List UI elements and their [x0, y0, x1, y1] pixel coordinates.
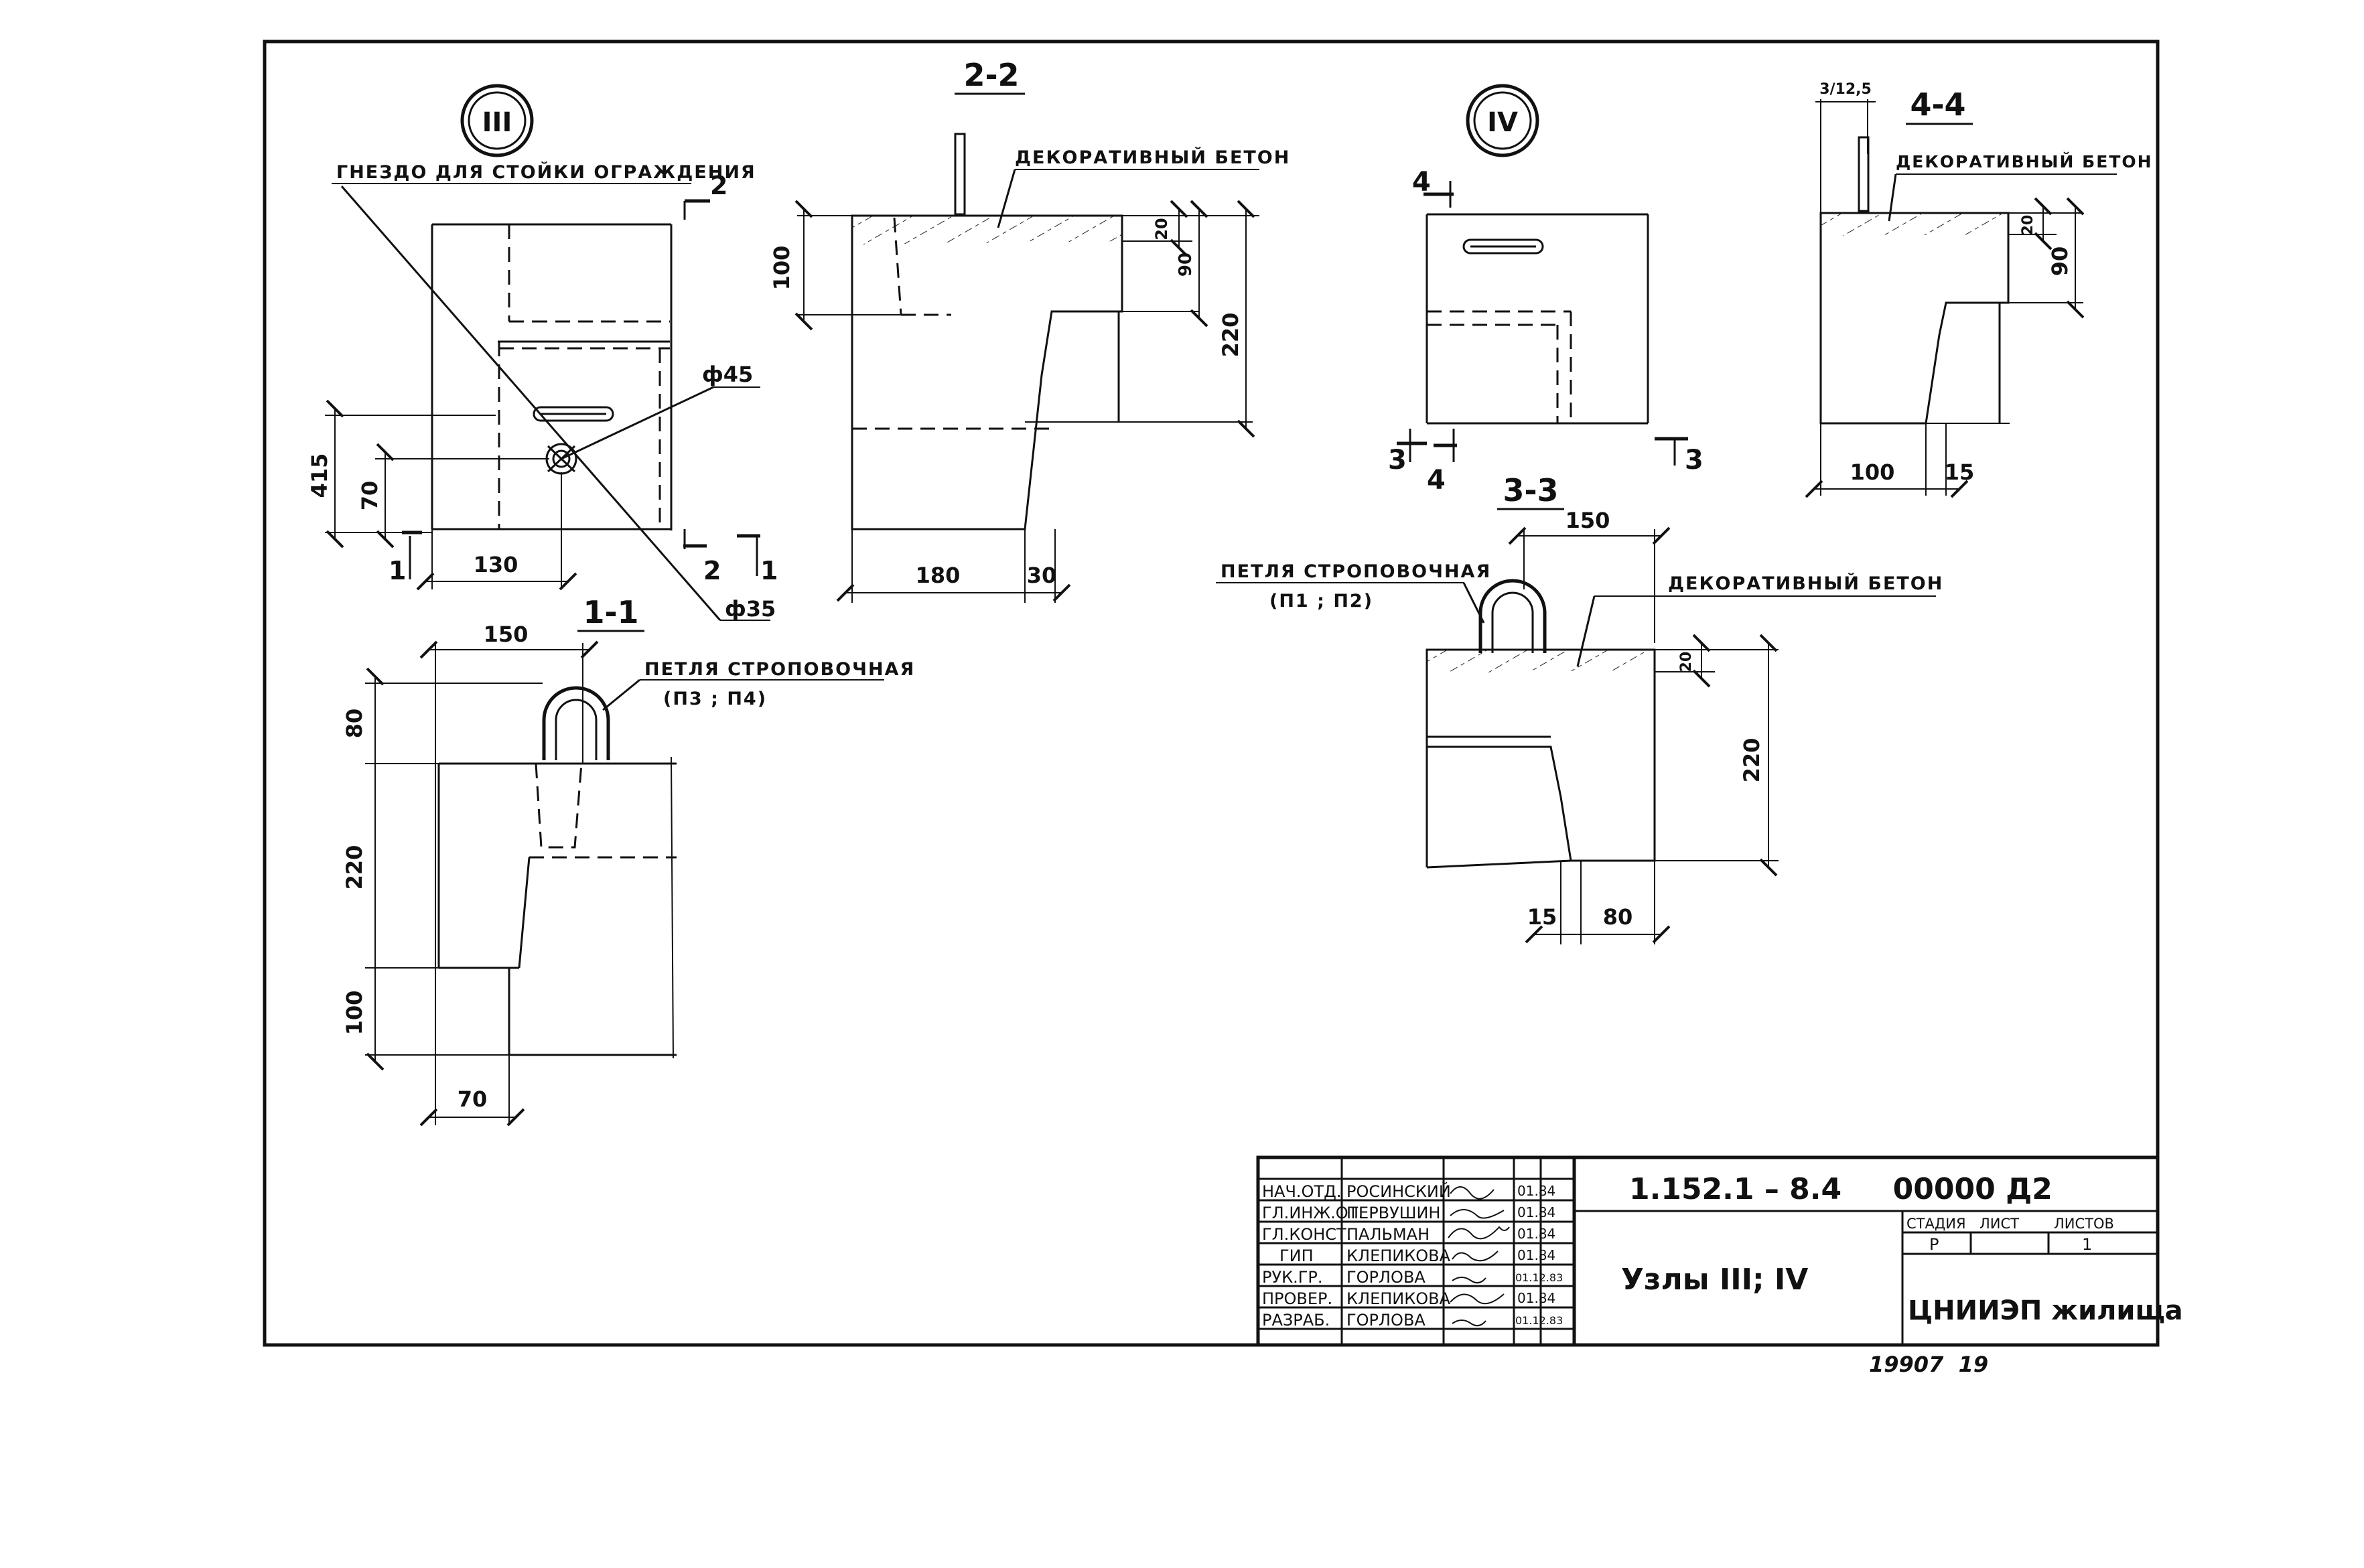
- archive-number: 19907 19: [1869, 1352, 1988, 1377]
- section-1-1-title: 1-1: [583, 594, 638, 630]
- node-iv-view: IV 4 3 4 3: [1388, 84, 1704, 496]
- dim-s33-width: 150: [1566, 508, 1610, 533]
- sheet-frame: [263, 40, 2160, 1347]
- title-block: НАЧ.ОТД. ГЛ.ИНЖ.ОТ. ГЛ.КОНСТ. ГИП РУК.ГР…: [1256, 1155, 2183, 1347]
- section-2-2-deco-label: ДЕКОРАТИВНЫЙ БЕТОН: [1015, 147, 1290, 168]
- section-3-3-loop-marks: (П1 ; П2): [1269, 591, 1373, 612]
- dim-s33-base: 80: [1603, 904, 1633, 930]
- dim-s33-step: 15: [1527, 904, 1557, 930]
- tb-role-5: РУК.ГР.: [1262, 1268, 1323, 1287]
- tb-name-7: ГОРЛОВА: [1346, 1311, 1426, 1330]
- dim-s22-height: 220: [1218, 313, 1243, 358]
- tb-stage-label: СТАДИЯ: [1906, 1216, 1966, 1232]
- dim-s44-deco: 20: [2020, 215, 2036, 236]
- tb-role-3: ГЛ.КОНСТ.: [1262, 1225, 1351, 1244]
- dim-node3-width: 130: [474, 552, 518, 577]
- section-3-3: 3-3 150 ПЕТЛЯ СТРОПОВОЧНАЯ (П1 ; П2) ДЕК…: [1216, 472, 1943, 944]
- dim-s22-top: 100: [769, 246, 794, 291]
- cut-mark-3-left: 3: [1388, 445, 1407, 476]
- node-iii-slot: [533, 406, 614, 422]
- section-4-4-title: 4-4: [1910, 86, 1965, 123]
- dim-s11-top: 80: [342, 709, 367, 739]
- tb-role-7: РАЗРАБ.: [1262, 1311, 1330, 1330]
- tb-date-4: 01.84: [1517, 1247, 1555, 1263]
- socket-label: ГНЕЗДО ДЛЯ СТОЙКИ ОГРАЖДЕНИЯ: [336, 161, 756, 183]
- tb-sheet-title: Узлы III; IV: [1621, 1263, 1808, 1297]
- dim-s11-bottom: 100: [342, 991, 367, 1036]
- cut-mark-1-left: 1: [389, 556, 406, 585]
- section-4-4-body: [1819, 212, 2010, 425]
- cut-mark-4-bottom: 4: [1427, 465, 1446, 496]
- cut-mark-4-top: 4: [1412, 167, 1431, 198]
- dim-node3-height: 415: [307, 453, 332, 498]
- tb-role-6: ПРОВЕР.: [1262, 1289, 1332, 1308]
- dim-s44-top: 3/12,5: [1819, 81, 1872, 98]
- cut-mark-1-right: 1: [760, 556, 778, 585]
- tb-sheets: 1: [2082, 1235, 2092, 1254]
- tb-stage: Р: [1929, 1235, 1939, 1254]
- tb-signatures: [1448, 1186, 1510, 1327]
- section-3-3-loop: [1478, 579, 1547, 653]
- dim-s22-deco: 20: [1152, 218, 1171, 240]
- section-1-1-loop-marks: (П3 ; П4): [663, 689, 767, 709]
- cut-mark-2-bottom: 2: [703, 556, 721, 585]
- section-1-1-loop-label: ПЕТЛЯ СТРОПОВОЧНАЯ: [644, 659, 915, 680]
- tb-date-2: 01.84: [1517, 1204, 1555, 1220]
- dim-s11-mid: 220: [342, 845, 367, 890]
- tb-doc-code: 1.152.1 – 8.4 00000 Д2: [1629, 1172, 2053, 1206]
- section-3-3-title: 3-3: [1503, 472, 1558, 508]
- node-iii-marker: [460, 84, 534, 157]
- tb-role-2: ГЛ.ИНЖ.ОТ.: [1262, 1204, 1363, 1222]
- tb-name-1: РОСИНСКИЙ: [1346, 1182, 1451, 1201]
- dim-s22-width: 180: [916, 563, 961, 588]
- tb-name-4: КЛЕПИКОВА: [1346, 1246, 1451, 1265]
- tb-name-6: КЛЕПИКОВА: [1346, 1289, 1451, 1308]
- cut-mark-2-top: 2: [710, 171, 727, 200]
- section-4-4: 4-4 3/12,5 ДЕКОРАТИВНЫЙ БЕТОН 20 90 100 …: [1805, 81, 2153, 498]
- section-2-2-body: [851, 214, 1123, 530]
- dim-s22-ledge: 90: [1176, 253, 1196, 277]
- dim-s11-width: 150: [484, 622, 529, 647]
- tb-date-1: 01.84: [1517, 1183, 1555, 1199]
- dim-s22-step: 30: [1027, 563, 1057, 588]
- tb-role-1: НАЧ.ОТД.: [1262, 1182, 1341, 1201]
- section-2-2: 2-2 ДЕКОРАТИВНЫЙ БЕТОН 100 20 90 220: [769, 57, 1290, 603]
- node-iv-label: IV: [1487, 107, 1518, 138]
- dim-s33-height: 220: [1739, 738, 1764, 783]
- node-iii-label: III: [482, 107, 512, 138]
- node-iv-slot: [1462, 238, 1544, 255]
- tb-date-6: 01.84: [1517, 1290, 1555, 1306]
- dim-node3-hole-offset: 70: [357, 481, 383, 511]
- tb-name-5: ГОРЛОВА: [1346, 1268, 1426, 1287]
- section-4-4-deco-label: ДЕКОРАТИВНЫЙ БЕТОН: [1896, 152, 2153, 171]
- tb-sheets-label: ЛИСТОВ: [2054, 1216, 2114, 1232]
- dim-d45: ф45: [702, 362, 753, 387]
- tb-sheet-label: ЛИСТ: [1979, 1216, 2019, 1232]
- dim-s44-ledge: 90: [2047, 246, 2073, 277]
- section-3-3-body: [1426, 648, 1656, 862]
- section-3-3-deco-label: ДЕКОРАТИВНЫЙ БЕТОН: [1668, 573, 1943, 594]
- tb-date-5: 01.12.83: [1515, 1271, 1563, 1284]
- tb-date-7: 01.12.83: [1515, 1314, 1563, 1327]
- dim-s11-base: 70: [458, 1086, 488, 1112]
- section-3-3-loop-label: ПЕТЛЯ СТРОПОВОЧНАЯ: [1221, 561, 1491, 582]
- cut-mark-3-right: 3: [1685, 445, 1704, 476]
- dim-s33-deco: 20: [1678, 652, 1695, 672]
- dim-s44-step: 15: [1945, 459, 1975, 485]
- section-1-1-loop: [542, 686, 610, 760]
- node-iv-marker: [1466, 84, 1539, 157]
- section-2-2-title: 2-2: [963, 57, 1019, 93]
- dim-s44-width: 100: [1850, 459, 1895, 485]
- tb-role-4: ГИП: [1279, 1246, 1314, 1265]
- section-1-1: 1-1 150 ПЕТЛЯ СТРОПОВОЧНАЯ (П3 ; П4) 80 …: [342, 594, 915, 1127]
- tb-name-3: ПАЛЬМАН: [1346, 1225, 1430, 1244]
- tb-organization: ЦНИИЭП жилища: [1908, 1295, 2183, 1326]
- dim-d35: ф35: [725, 596, 776, 622]
- tb-name-2: ПЕРВУШИН: [1346, 1204, 1440, 1222]
- tb-date-3: 01.84: [1517, 1226, 1555, 1242]
- node-iii-view: III ГНЕЗДО ДЛЯ СТОЙКИ ОГРАЖДЕНИЯ 2 ф45: [307, 84, 778, 622]
